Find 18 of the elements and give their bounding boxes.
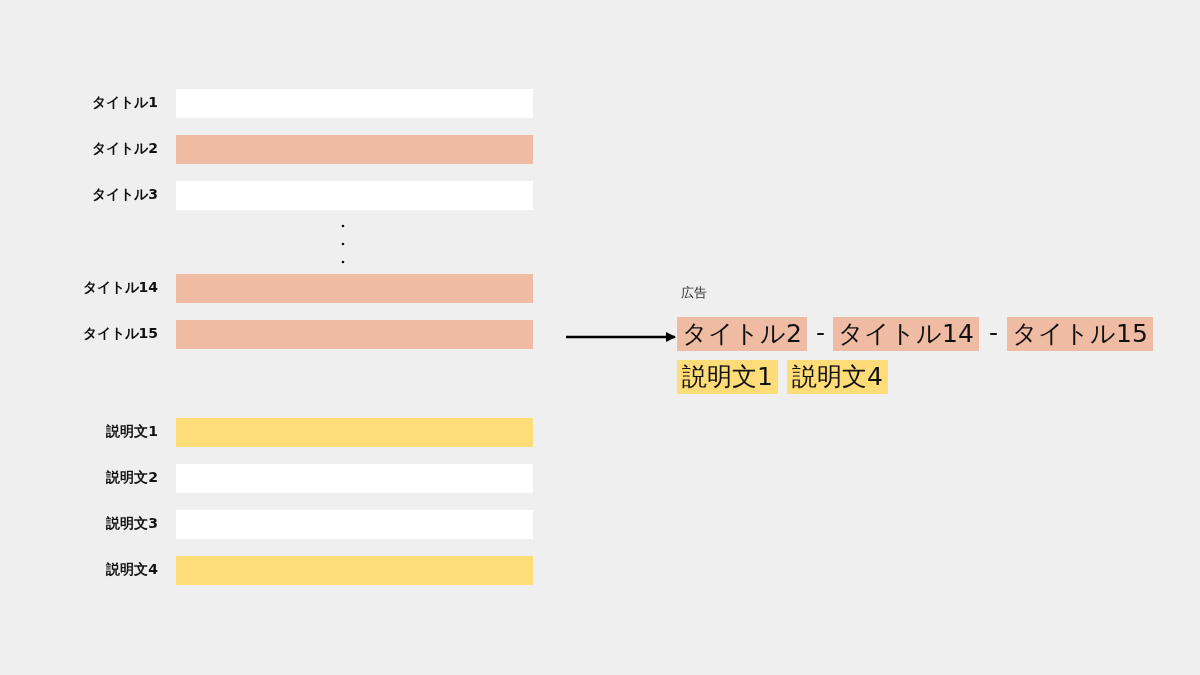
row-label: 説明文1	[106, 423, 158, 441]
row-label: 説明文4	[106, 561, 158, 579]
highlighted-text: 説明文1	[677, 360, 778, 394]
row-label: 説明文2	[106, 469, 158, 487]
row-label: タイトル15	[82, 325, 158, 343]
row-label: タイトル2	[92, 140, 158, 158]
row-label: 説明文3	[106, 515, 158, 533]
arrow	[566, 332, 676, 342]
row-label: タイトル3	[92, 186, 158, 204]
ad-label: 広告	[681, 284, 707, 302]
highlighted-text: 説明文4	[787, 360, 888, 394]
row-label: タイトル1	[92, 94, 158, 112]
highlighted-text: タイトル2	[677, 317, 807, 351]
highlighted-text: タイトル14	[833, 317, 979, 351]
row-label: タイトル14	[82, 279, 158, 297]
highlighted-text: タイトル15	[1007, 317, 1153, 351]
separator-text: -	[816, 318, 826, 347]
separator-text: -	[989, 318, 999, 347]
